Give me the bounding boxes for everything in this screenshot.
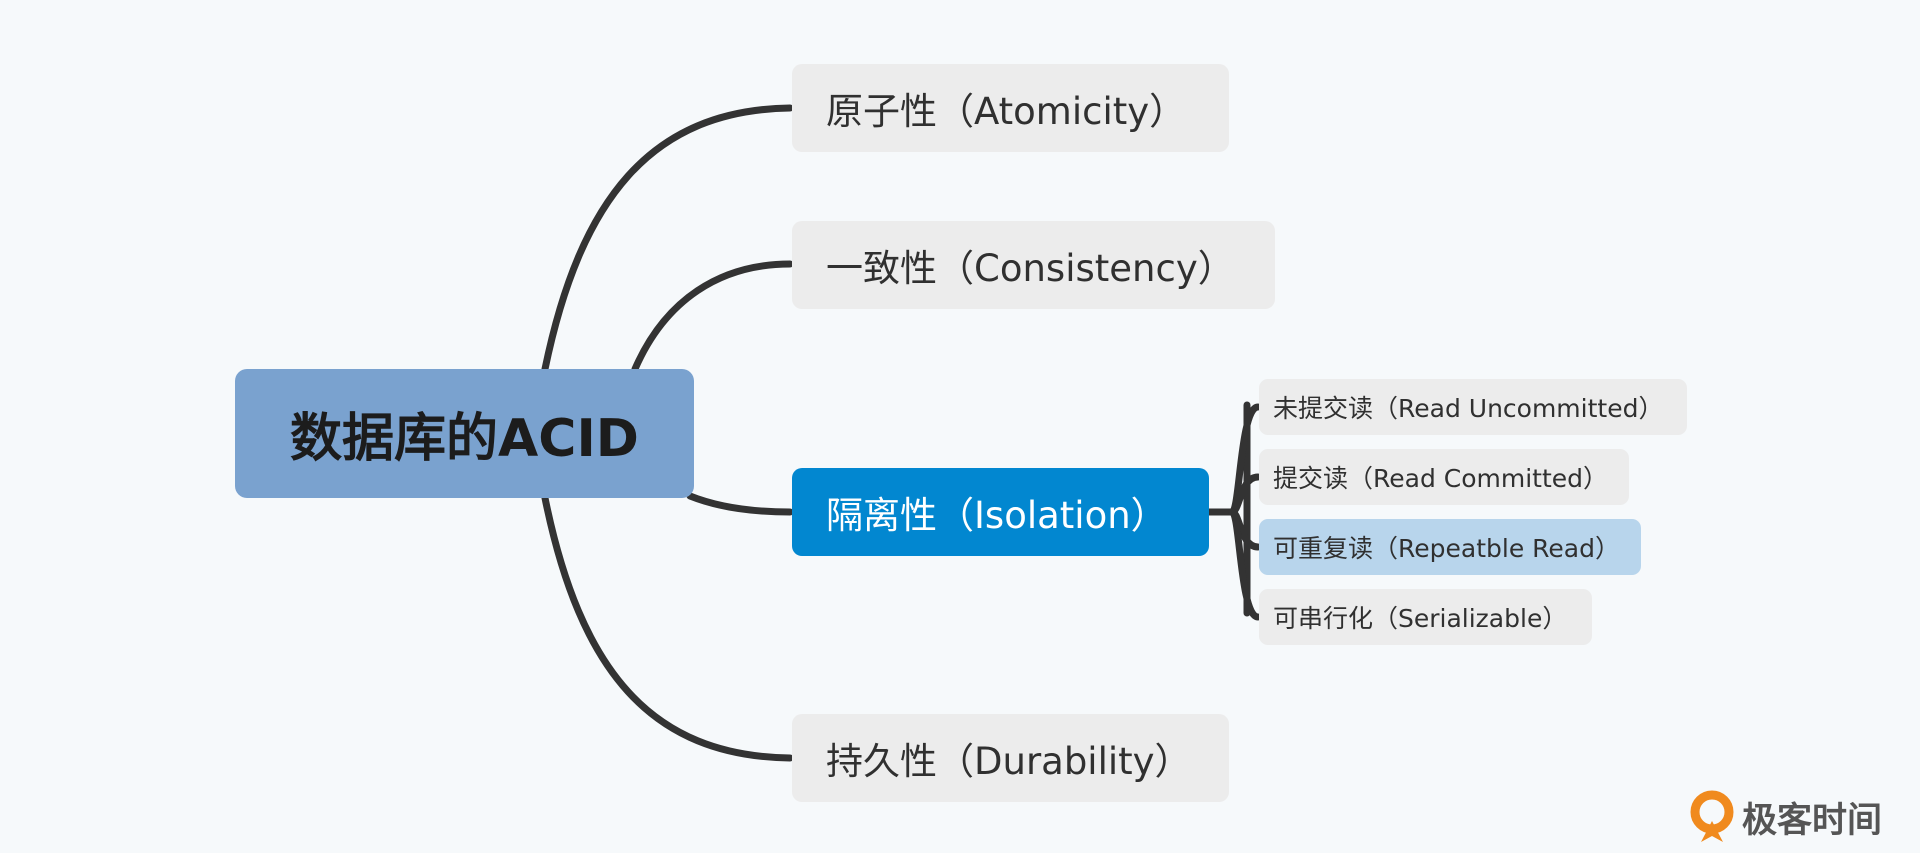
branch-label: 一致性（Consistency）	[826, 247, 1235, 290]
root-node[interactable]: 数据库的ACID	[235, 369, 694, 498]
leaf-label: 可重复读（Repeatble Read）	[1273, 534, 1620, 563]
root-label: 数据库的ACID	[290, 409, 639, 469]
leaf-repeatable-read[interactable]: 可重复读（Repeatble Read）	[1259, 519, 1641, 575]
geektime-watermark: 极客时间	[1690, 790, 1882, 844]
connector-durability	[541, 494, 794, 762]
branch-durability[interactable]: 持久性（Durability）	[792, 714, 1229, 802]
branch-label: 持久性（Durability）	[826, 740, 1192, 783]
connector-atomicity	[541, 104, 794, 373]
leaf-read-uncommitted[interactable]: 未提交读（Read Uncommitted）	[1259, 379, 1687, 435]
leaf-label: 可串行化（Serializable）	[1273, 604, 1568, 633]
leaf-serializable[interactable]: 可串行化（Serializable）	[1259, 589, 1592, 645]
watermark-text: 极客时间	[1742, 800, 1883, 841]
leaf-label: 未提交读（Read Uncommitted）	[1273, 394, 1664, 423]
branch-label: 原子性（Atomicity）	[826, 90, 1187, 133]
leaf-label: 提交读（Read Committed）	[1273, 464, 1609, 493]
branch-label: 隔离性（Isolation）	[826, 494, 1168, 537]
connector-serializable	[1228, 508, 1262, 621]
branch-isolation[interactable]: 隔离性（Isolation）	[792, 468, 1209, 556]
branch-consistency[interactable]: 一致性（Consistency）	[792, 221, 1275, 309]
connector-consistency	[631, 260, 794, 373]
leaf-read-committed[interactable]: 提交读（Read Committed）	[1259, 449, 1629, 505]
connector-isolation	[686, 492, 794, 516]
geektime-logo-icon	[1690, 790, 1734, 842]
branch-atomicity[interactable]: 原子性（Atomicity）	[792, 64, 1229, 152]
